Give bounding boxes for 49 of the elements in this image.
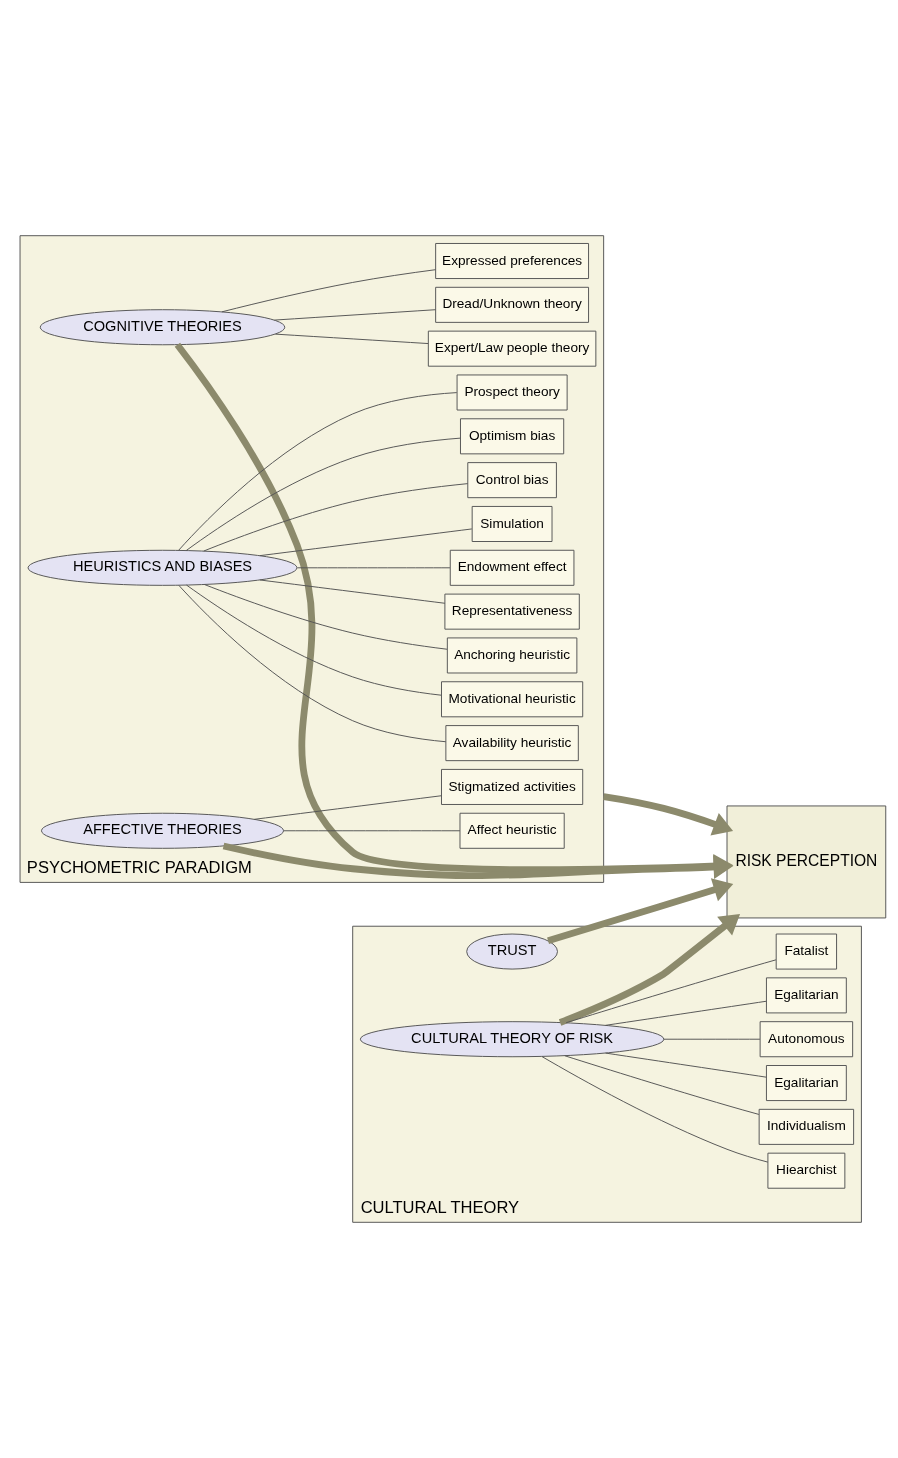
node-box: Expressed preferences — [435, 243, 590, 280]
node-box: Affect heuristic — [459, 812, 565, 849]
node-box: Control bias — [467, 462, 557, 499]
connector — [663, 1038, 761, 1040]
node-ellipse: AFFECTIVE THEORIES — [41, 812, 285, 849]
connector — [565, 959, 777, 1024]
node-box: Autonomous — [759, 1021, 854, 1058]
node-box: Egalitarian — [765, 1065, 847, 1102]
arrow — [558, 913, 741, 1026]
node-box: Anchoring heuristic — [446, 637, 578, 674]
connector — [178, 584, 447, 743]
connector — [273, 309, 436, 321]
connector — [283, 830, 461, 832]
arrow — [603, 793, 734, 836]
node-box: Dread/Unknown theory — [435, 286, 590, 323]
node-box: Motivational heuristic — [441, 681, 584, 718]
node-box: Individualism — [758, 1108, 855, 1145]
connector — [253, 795, 442, 820]
connector — [274, 333, 429, 345]
node-box: Optimism bias — [460, 418, 565, 455]
node-box: Endowment effect — [449, 549, 575, 586]
node-box: Expert/Law people theory — [427, 330, 597, 367]
node-box: Availability heuristic — [445, 725, 579, 762]
connector — [296, 567, 451, 569]
connector — [541, 1056, 769, 1163]
node-ellipse: TRUST — [466, 933, 558, 970]
node-box: RISK PERCEPTION — [726, 805, 887, 919]
connector — [605, 1052, 767, 1078]
node-box: Prospect theory — [456, 374, 568, 411]
connector — [564, 1055, 760, 1115]
connector — [221, 269, 436, 313]
node-ellipse: HEURISTICS AND BIASES — [27, 549, 298, 586]
connector — [186, 584, 442, 696]
arrow — [547, 878, 734, 945]
node-box: Representativeness — [444, 593, 580, 630]
connector — [259, 528, 473, 557]
connector — [605, 1000, 767, 1026]
connector — [203, 483, 469, 552]
node-box: Stigmatized activities — [441, 768, 584, 805]
node-ellipse: COGNITIVE THEORIES — [39, 309, 286, 346]
connector — [178, 392, 458, 551]
node-box: Simulation — [471, 505, 553, 542]
node-box: Egalitarian — [765, 977, 847, 1014]
connector — [185, 437, 461, 552]
node-box: Fatalist — [775, 933, 838, 970]
connector — [204, 584, 448, 650]
node-ellipse: CULTURAL THEORY OF RISK — [359, 1021, 665, 1058]
node-box: Hiearchist — [767, 1152, 846, 1189]
connector — [259, 579, 446, 604]
